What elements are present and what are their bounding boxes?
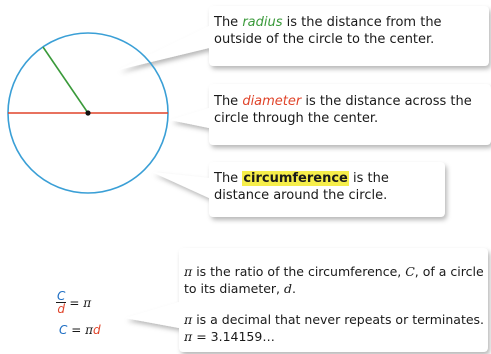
pi-callout: π is the ratio of the circumference, C, … [184, 263, 486, 345]
fraction-equals-pi: = π [69, 295, 92, 310]
callout-bubble-pi [125, 248, 488, 352]
pi-decimal-text: is a decimal that never repeats or termi… [192, 312, 485, 327]
circumference-term: circumference [242, 171, 349, 186]
pi-ratio-c: C [405, 264, 415, 279]
pi-symbol: π [184, 264, 193, 279]
pi-ratio-end: . [292, 281, 296, 296]
radius-callout-text: is the distance from the outside of the … [214, 15, 442, 47]
center-point [85, 110, 91, 116]
diameter-callout-pre: The [214, 94, 243, 109]
diameter-term: diameter [242, 94, 302, 109]
pi-ratio-text-1: is the ratio of the circumference, [192, 264, 402, 279]
radius-callout-pre: The [214, 15, 243, 30]
radius-line [42, 46, 89, 114]
callout-bubble-radius [118, 6, 489, 70]
formula-c: C [59, 323, 68, 337]
diameter-callout: The diameter is the distance across the … [214, 93, 488, 127]
pi-ratio-statement: π is the ratio of the circumference, C, … [184, 263, 486, 297]
pi-ratio-formula: C d = π [56, 290, 91, 315]
formula-equals-pi: = π [67, 323, 93, 337]
radius-term: radius [242, 15, 283, 30]
circumference-callout: The circumference is the distance around… [214, 170, 444, 204]
fraction-numerator: C [56, 289, 67, 303]
pi-decimal-statement: π is a decimal that never repeats or ter… [184, 311, 486, 345]
pi-value: = 3.14159… [192, 329, 275, 344]
radius-callout: The radius is the distance from the outs… [214, 14, 486, 48]
fraction-denominator: d [57, 302, 65, 316]
callout-bubble-circumference [152, 162, 445, 217]
circumference-callout-pre: The [214, 171, 243, 186]
pi-ratio-d: d [284, 281, 293, 296]
callout-bubble-diameter [170, 84, 491, 145]
diameter-callout-text: is the distance across the circle throug… [214, 94, 472, 126]
pi-symbol: π [184, 329, 193, 344]
circumference-formula: C = πd [59, 323, 101, 337]
pi-symbol: π [184, 312, 193, 327]
fraction: C d [56, 289, 67, 316]
circumference-callout-text: is the distance around the circle. [214, 171, 389, 203]
formula-d: d [92, 323, 101, 337]
pi-ratio-text-2: , of a circle to its diameter, [184, 264, 484, 296]
